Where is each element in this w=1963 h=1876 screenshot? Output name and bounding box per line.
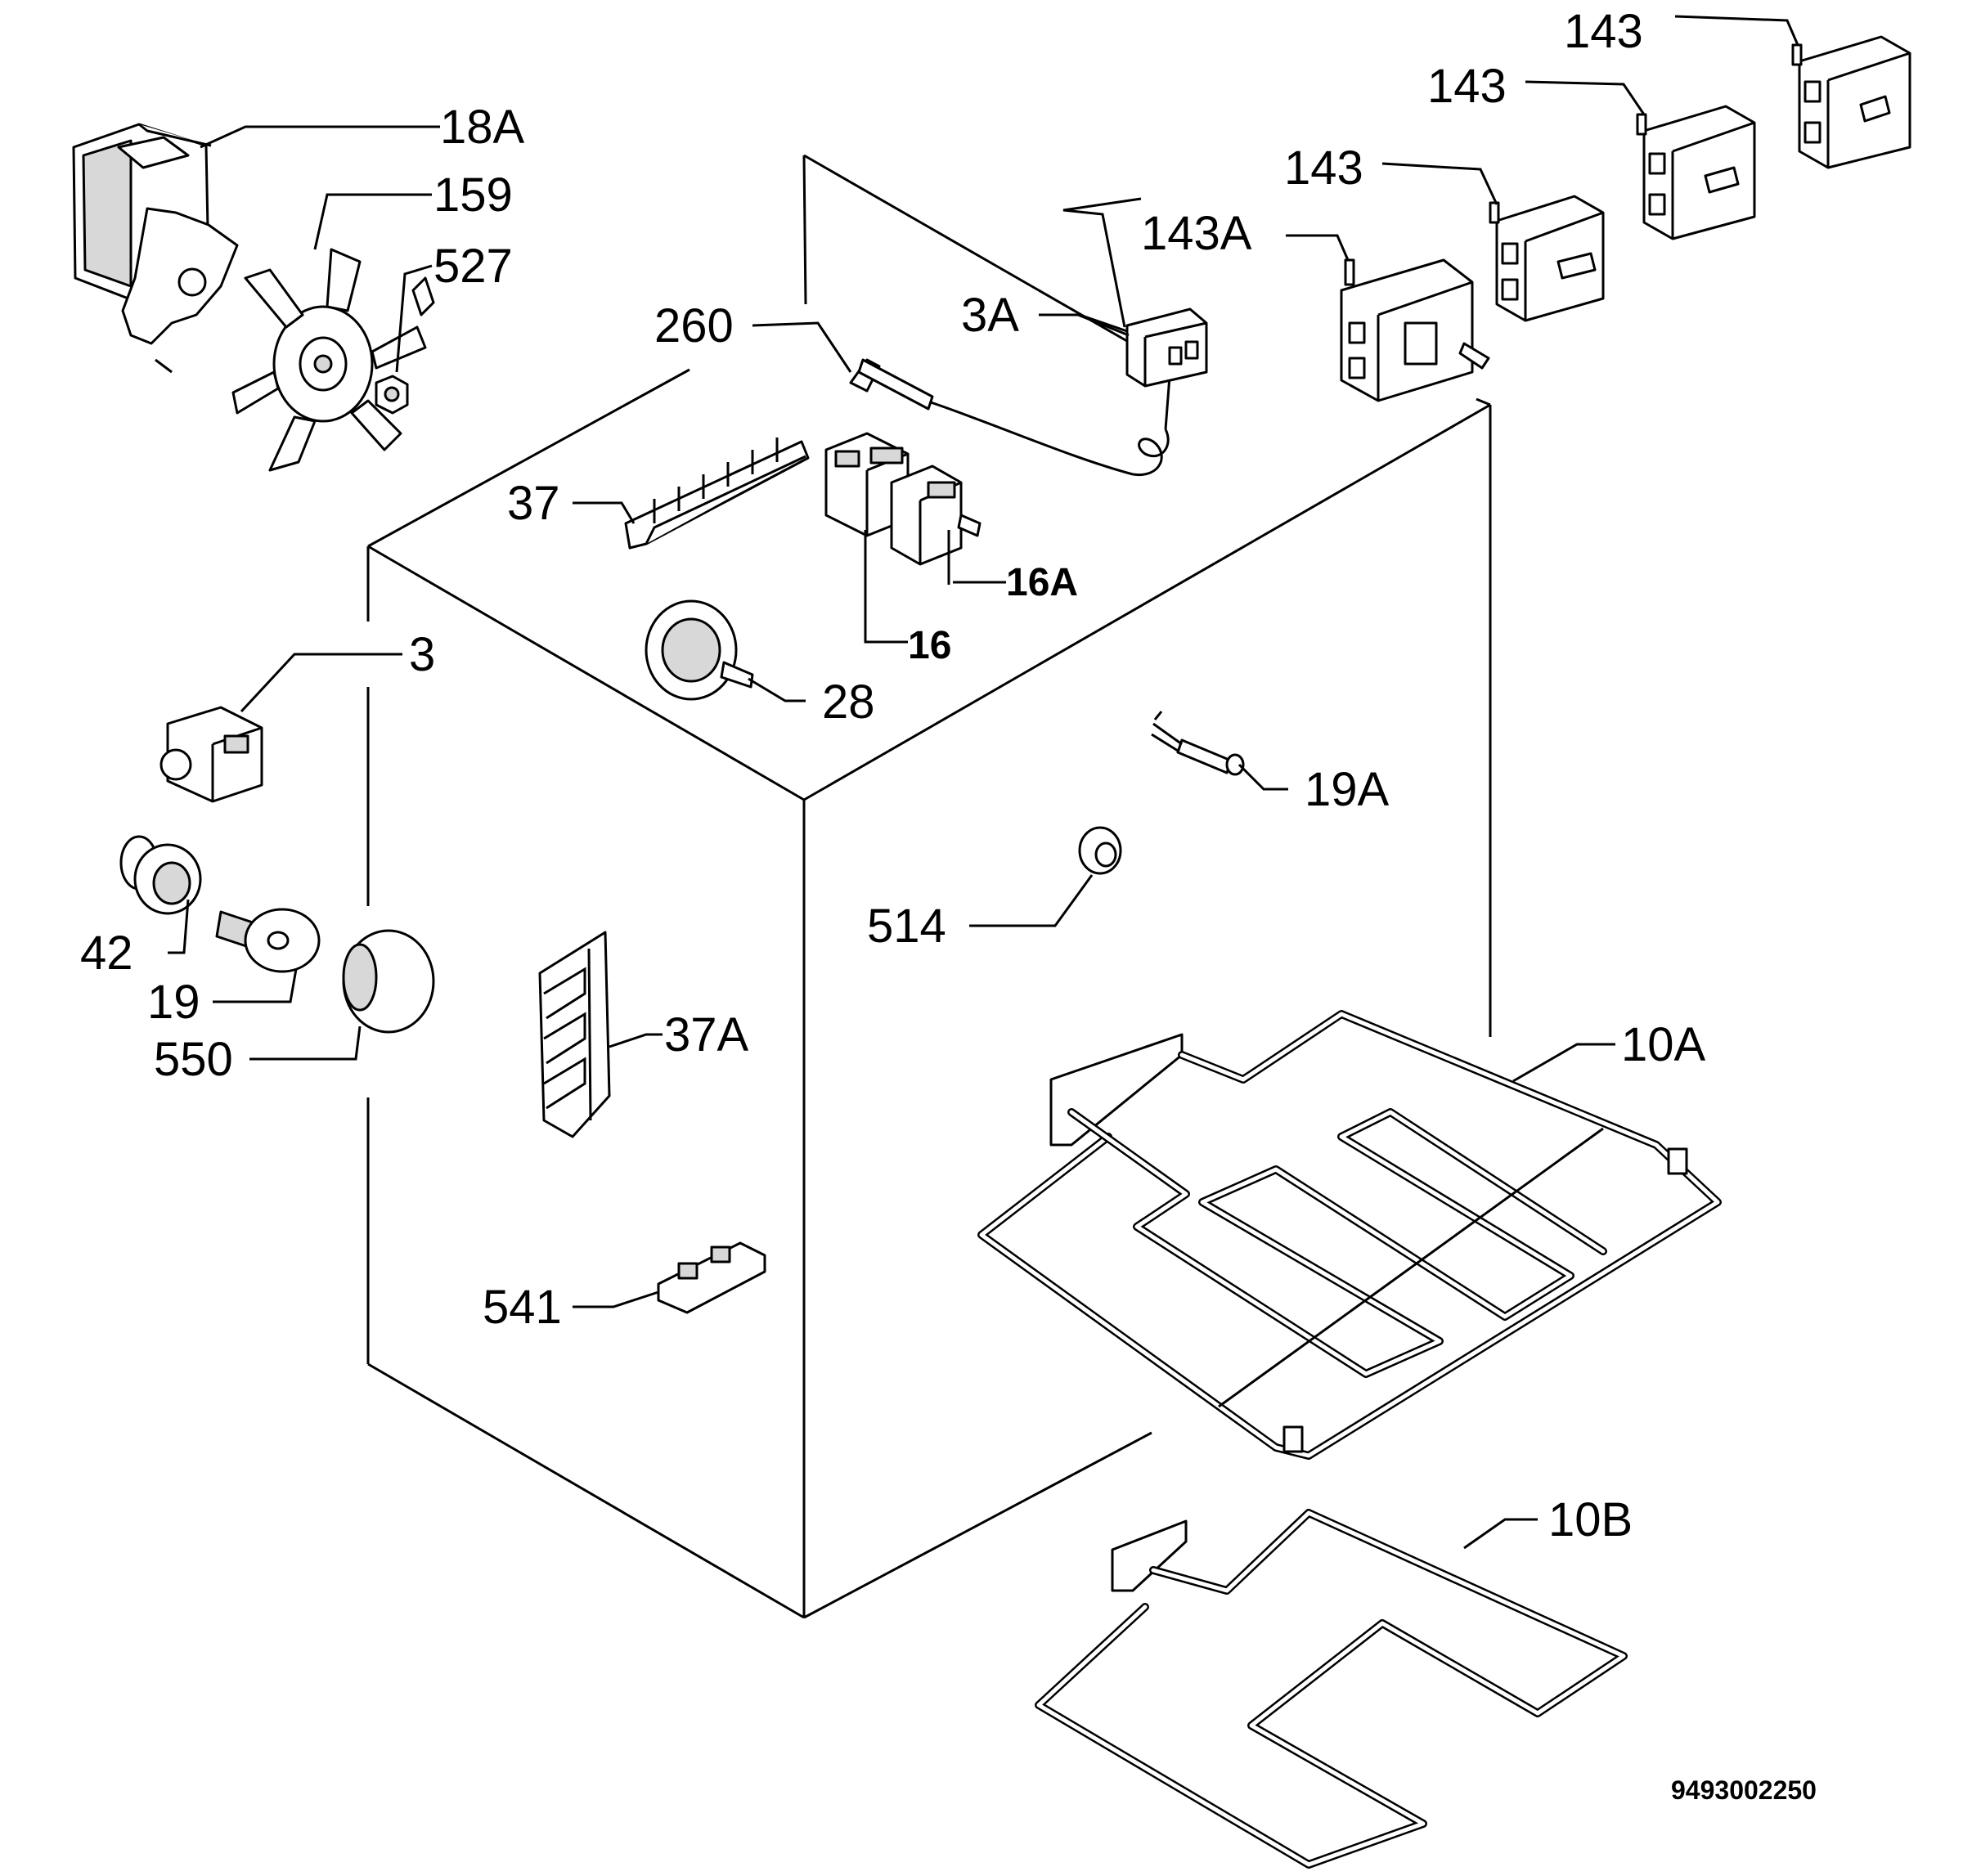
grill-element-10a bbox=[977, 1010, 1722, 1460]
bottom-element-10b bbox=[1035, 1509, 1628, 1869]
label-143-lower: 143 bbox=[1284, 141, 1363, 195]
terminal-block-37a bbox=[538, 931, 611, 1138]
label-143a: 143A bbox=[1141, 207, 1252, 260]
fan-motor-assembly bbox=[72, 123, 239, 374]
label-19: 19 bbox=[147, 976, 200, 1029]
fan-blade bbox=[231, 248, 427, 472]
lamp-holder-42 bbox=[119, 835, 202, 915]
switch-3 bbox=[159, 706, 263, 803]
label-10a: 10A bbox=[1621, 1018, 1706, 1071]
cabinet-box bbox=[366, 154, 1492, 1619]
grommet-514 bbox=[1078, 826, 1122, 875]
label-19a: 19A bbox=[1305, 763, 1390, 816]
fan-nut bbox=[375, 276, 435, 415]
label-143-top: 143 bbox=[1564, 5, 1643, 58]
switch-143a bbox=[1340, 258, 1490, 402]
indicator-lamp-19a bbox=[1151, 711, 1245, 776]
selector-switch-16a bbox=[890, 465, 982, 566]
label-28: 28 bbox=[822, 675, 875, 729]
label-541: 541 bbox=[483, 1281, 562, 1334]
label-514: 514 bbox=[867, 900, 946, 953]
diagram-code: 9493002250 bbox=[1671, 1775, 1817, 1805]
label-18a: 18A bbox=[440, 101, 525, 154]
label-3: 3 bbox=[409, 628, 435, 681]
label-3a: 3A bbox=[961, 289, 1019, 342]
label-10b: 10B bbox=[1548, 1493, 1633, 1546]
timer-28 bbox=[645, 599, 754, 701]
label-16a: 16A bbox=[1006, 561, 1078, 604]
label-143-middle: 143 bbox=[1427, 60, 1507, 113]
switch-143-top bbox=[1791, 35, 1911, 169]
leader-lines bbox=[168, 15, 1799, 1550]
oven-lamp-19 bbox=[215, 908, 321, 973]
label-159: 159 bbox=[433, 168, 513, 222]
label-260: 260 bbox=[654, 299, 734, 352]
callout-labels: 18A 159 527 143 143 143 143A 260 3A 37 1… bbox=[80, 5, 1817, 1805]
switch-143-lower bbox=[1489, 195, 1605, 322]
terminal-strip-37 bbox=[624, 438, 810, 550]
label-37: 37 bbox=[507, 477, 560, 530]
label-16: 16 bbox=[908, 624, 951, 667]
lamp-cover-550 bbox=[342, 929, 435, 1034]
label-550: 550 bbox=[154, 1033, 233, 1086]
switch-3a bbox=[1125, 307, 1208, 388]
label-527: 527 bbox=[433, 240, 513, 293]
connector-541 bbox=[657, 1241, 766, 1314]
selector-switch-16 bbox=[824, 432, 910, 537]
thermostat-probe bbox=[849, 358, 1171, 476]
label-37a: 37A bbox=[664, 1008, 749, 1061]
switch-143-middle bbox=[1636, 105, 1756, 240]
label-42: 42 bbox=[80, 927, 133, 980]
